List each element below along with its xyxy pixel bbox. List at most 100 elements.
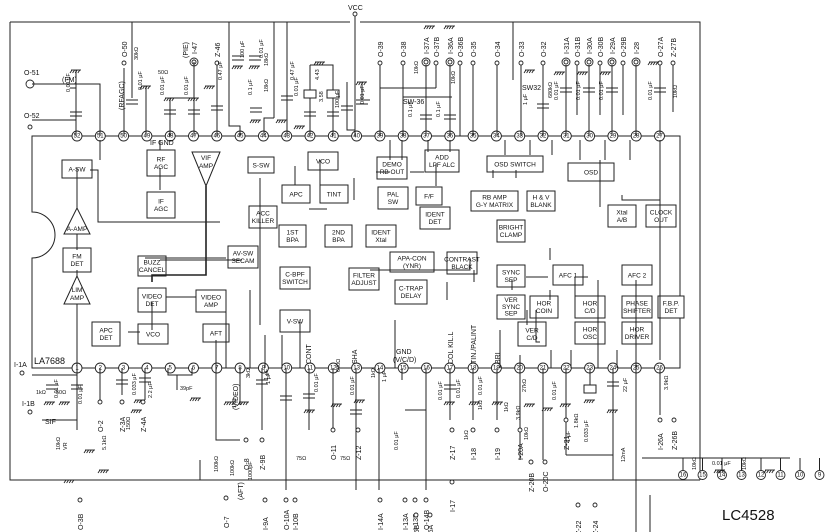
block-label: OUT <box>654 217 668 224</box>
ground-icon <box>423 25 435 30</box>
terminal-z-26b: Z-26B <box>671 417 679 450</box>
terminal-label: Z-17 <box>450 446 457 461</box>
pin-number: 4 <box>145 366 149 372</box>
pin-7: 7 <box>211 362 223 374</box>
block-label: DELAY <box>401 293 422 300</box>
block-label: BRIGHT <box>499 224 524 231</box>
vif-amp-label-1: VIF <box>201 155 211 162</box>
pin-number: 37 <box>423 134 430 140</box>
pin-number: 30 <box>586 134 593 140</box>
pin-number: 13 <box>738 473 745 479</box>
terminal-label: O-7 <box>224 516 231 528</box>
terminal-o-20c: O-20C <box>542 459 550 492</box>
block-label: OSD SWITCH <box>494 161 536 168</box>
block-label: SW <box>388 199 399 206</box>
pin-number: 32 <box>540 134 547 140</box>
value-c44: 0.1 μF <box>248 79 254 95</box>
pin-number: 22 <box>563 366 570 372</box>
ground-icon <box>63 479 75 484</box>
afc1-block: AFC 1 <box>552 264 584 286</box>
ground-icon <box>353 399 365 404</box>
value-r18: 1kΩ <box>478 400 484 410</box>
block-label: RB AMP <box>482 194 507 201</box>
pin-number: 16 <box>680 473 687 479</box>
terminal-i-14a: I-14A <box>377 497 385 530</box>
ground-icon <box>576 71 588 76</box>
terminal-o-51: O-51 <box>24 70 40 89</box>
value-r8: 1kΩ <box>232 398 238 408</box>
ground-icon <box>203 85 215 90</box>
pin-44: 44 <box>257 130 269 142</box>
pin-40: 40 <box>351 130 363 142</box>
pin-number: 36 <box>446 134 453 140</box>
vr-label: VR <box>63 442 69 450</box>
pin-number: 9 <box>818 473 822 479</box>
terminal-o-36b: O-36B <box>457 36 465 66</box>
rfagc-label: (RFAGC) <box>119 81 126 110</box>
rf-agc-block: RFAGC <box>146 149 176 177</box>
value-c21: 0.01 μF <box>552 381 558 400</box>
chip-name-lc4528: LC4528 <box>722 507 775 524</box>
terminal-label: I-17 <box>450 500 457 512</box>
block-label: G-Y MATRIX <box>476 202 514 209</box>
block-label: SWITCH <box>282 279 308 286</box>
block-label: F/F <box>424 193 434 200</box>
value-c1a: 0.01 μF <box>54 379 60 398</box>
bri-label: BRI <box>495 352 502 364</box>
terminal-i-13b: I-13B <box>412 497 420 530</box>
block-label: APC <box>99 327 113 334</box>
terminal-label: I-19 <box>495 448 502 460</box>
block-label: DET <box>665 308 678 315</box>
block-label: SEP <box>504 311 517 318</box>
block-label: AFT <box>210 330 222 337</box>
ground-icon <box>97 469 109 474</box>
block-label: BPA <box>332 237 345 244</box>
terminal-label: I-20A <box>518 443 525 460</box>
terminal-o-2: O-2 <box>97 399 105 432</box>
block-label: BUZZ <box>144 259 161 266</box>
terminal-o-16a: O-16A <box>427 512 435 532</box>
ff-block: F/F <box>415 186 443 206</box>
pin-number: 47 <box>190 134 197 140</box>
terminal-o-7: O-7 <box>223 495 231 528</box>
value-r50: 30kΩ <box>134 47 140 60</box>
terminal-o-34: O-34 <box>494 41 502 66</box>
block-label: BPA <box>286 237 299 244</box>
value-c1b: 0.01 μF <box>78 385 84 404</box>
ground-icon <box>189 397 201 402</box>
pin-number: 15 <box>400 366 407 372</box>
value-c45a: 100 μF <box>240 40 246 58</box>
pin-number: 14 <box>377 366 384 372</box>
osd-block: OSD <box>567 162 615 182</box>
terminal-label: O-51 <box>24 70 40 77</box>
block-label: IF <box>158 198 164 205</box>
value-r20c: 10kΩ <box>524 427 530 440</box>
block-label: C-BPF <box>285 271 305 278</box>
terminal-label: O-16A <box>428 524 435 532</box>
pin-number: 41 <box>330 134 337 140</box>
external-components-bottom <box>32 368 661 532</box>
pin-number: 42 <box>307 134 314 140</box>
value-c46: 0.47 μF <box>218 61 224 80</box>
pin-number: 49 <box>144 134 151 140</box>
terminal-z-4a: Z-4A <box>140 399 148 432</box>
lc4528-pin-16: 16 <box>678 458 688 480</box>
afc2-block: AFC 2 <box>621 264 653 286</box>
ground-icon <box>249 119 261 124</box>
pin-number: 51 <box>97 134 104 140</box>
block-label: RB OUT <box>380 169 405 176</box>
ground-icon <box>599 71 611 76</box>
tin-palint-label: TIN./PALINT <box>471 324 478 364</box>
value-c43b: 0.01 μF <box>294 77 300 96</box>
value-c47: 0.01 μF <box>184 76 190 95</box>
terminal-label: I-29A <box>610 37 617 54</box>
value-r1a: 1kΩ <box>36 390 46 396</box>
